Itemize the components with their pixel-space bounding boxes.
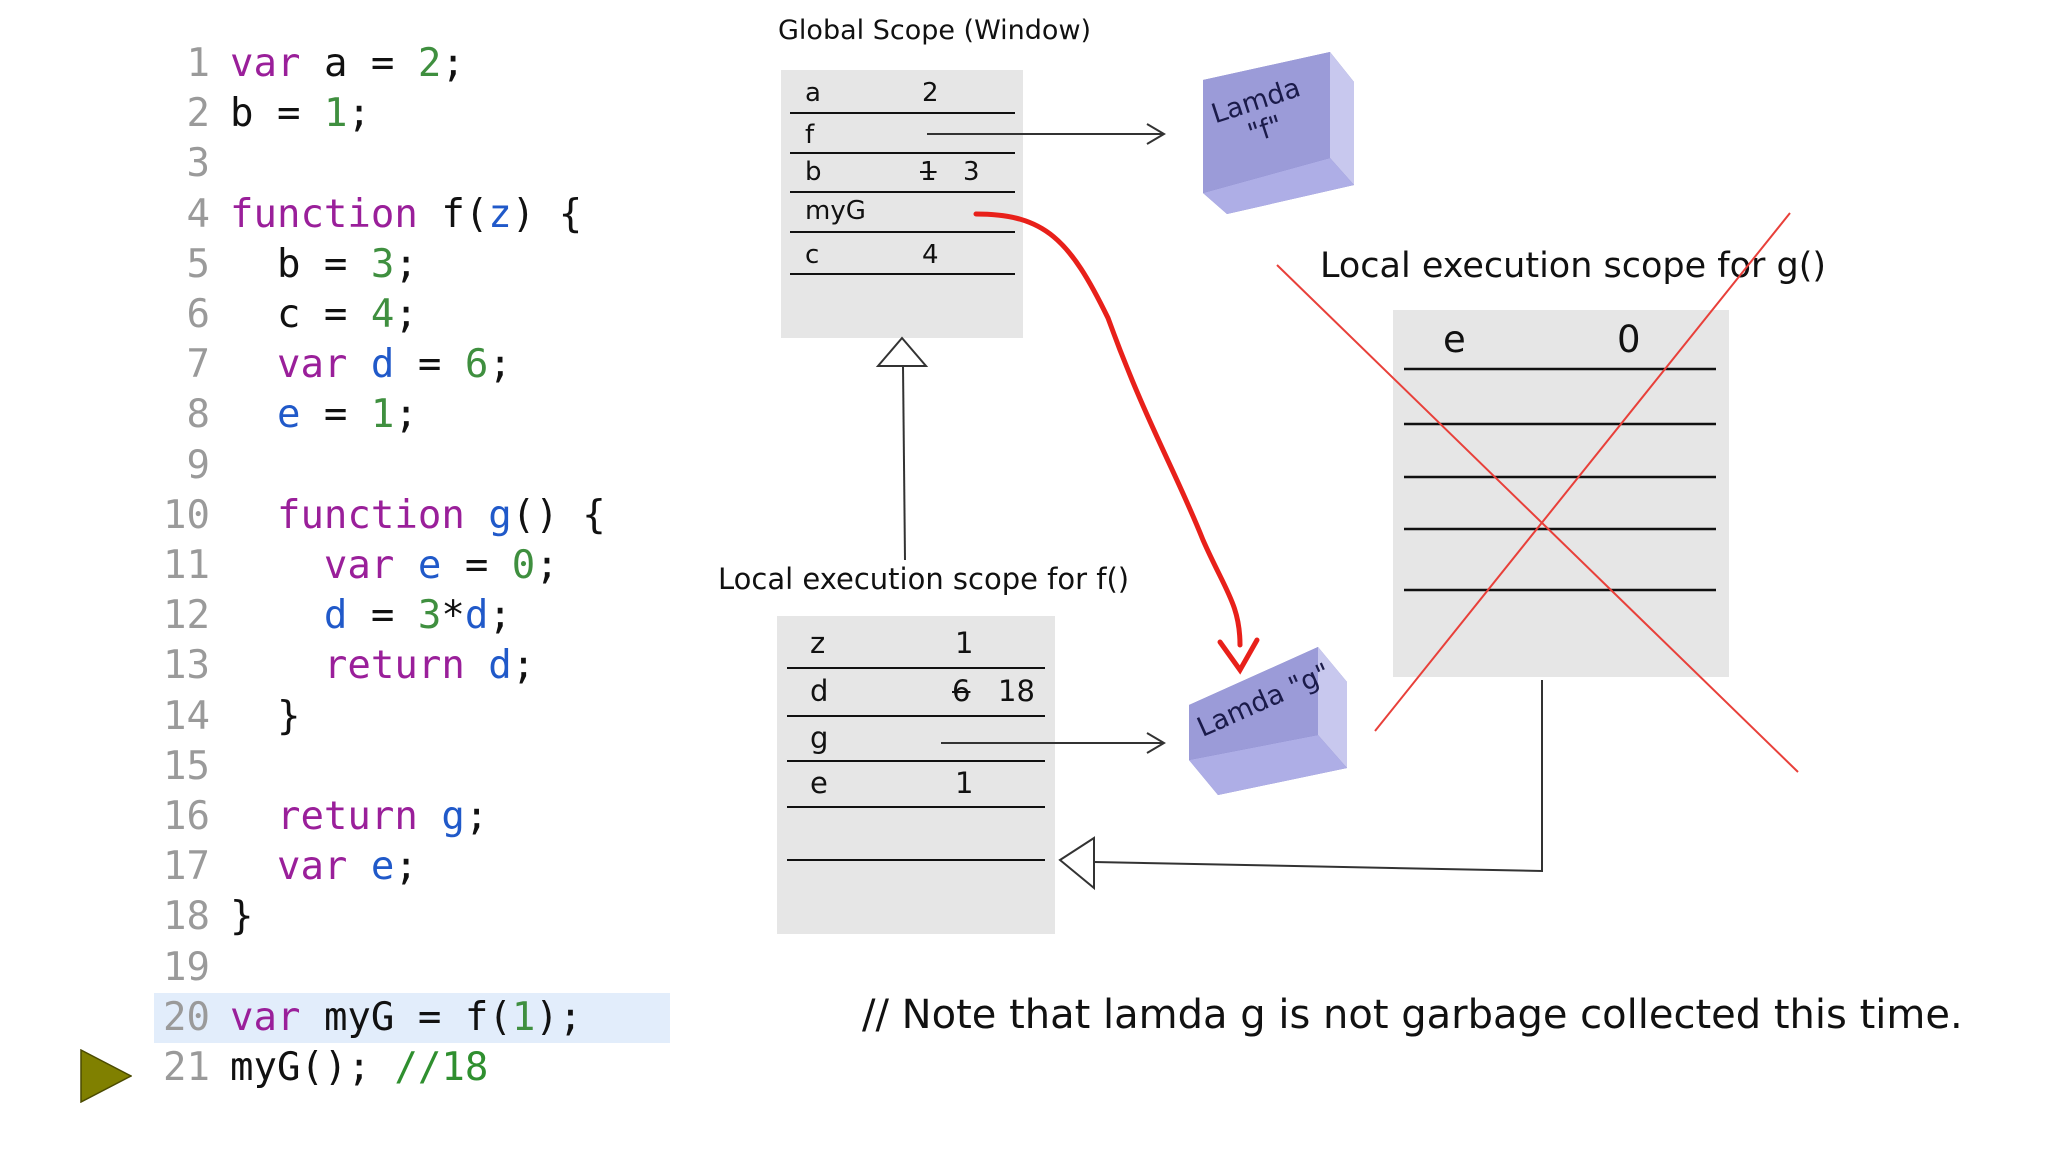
code-line: 9 <box>154 441 670 491</box>
line-number: 16 <box>163 794 210 839</box>
g-parent-scope-arrow <box>1058 680 1543 891</box>
line-number: 21 <box>163 1045 210 1090</box>
code-line: 2 b = 1; <box>154 89 670 139</box>
variable-name: z <box>810 626 826 660</box>
code-text: d = 3*d; <box>323 593 512 639</box>
variable-value: 1 <box>955 766 974 800</box>
variable-name: e <box>1443 318 1466 361</box>
line-number: 4 <box>186 191 210 237</box>
code-text: } <box>230 894 254 940</box>
line-number: 8 <box>186 392 210 438</box>
line-number: 9 <box>186 442 210 488</box>
old-value: 6 <box>952 674 971 708</box>
code-text: c = 4; <box>276 292 418 337</box>
variable-name: myG <box>805 196 866 226</box>
f-scope-title: Local execution scope for f() <box>718 562 1130 596</box>
code-text: b = 1; <box>230 91 371 137</box>
variable-name: e <box>810 766 828 800</box>
code-line: 19 <box>154 943 670 993</box>
code-text: function g() { <box>276 492 606 538</box>
code-text: var d = 6; <box>276 342 512 388</box>
lambda-f-box <box>1203 52 1354 214</box>
line-number: 3 <box>186 141 210 187</box>
execution-pointer-icon <box>80 1049 132 1103</box>
old-value: 1 <box>920 157 937 187</box>
global-scope-separators <box>790 112 1015 275</box>
line-number: 13 <box>163 643 210 689</box>
line-number: 5 <box>186 241 210 287</box>
code-text: myG(); //18 <box>230 1045 489 1090</box>
myg-reference-arrow <box>973 211 1260 675</box>
global-scope-box <box>781 70 1023 338</box>
line-number: 20 <box>163 994 210 1040</box>
code-line: 3 <box>154 139 670 189</box>
line-number: 15 <box>163 743 210 789</box>
code-line: 14 } <box>154 692 670 742</box>
line-number: 12 <box>163 593 210 639</box>
g-to-lambda-g-arrow <box>941 732 1166 754</box>
code-text: b = 3; <box>276 241 418 287</box>
code-text: var e = 0; <box>323 543 559 588</box>
code-text: return d; <box>323 643 536 689</box>
global-scope-title: Global Scope (Window) <box>778 15 1092 46</box>
code-line: 16 return g; <box>154 792 670 842</box>
code-line: 5 b = 3; <box>154 240 670 290</box>
line-number: 11 <box>163 543 210 588</box>
code-line: 13 return d; <box>154 641 670 691</box>
line-number: 2 <box>186 91 210 137</box>
variable-name: f <box>805 120 815 150</box>
code-text: e = 1; <box>276 392 418 438</box>
lambda-g-box <box>1189 647 1347 795</box>
g-scope-cross <box>1276 212 1799 773</box>
code-line: 6 c = 4; <box>154 290 670 340</box>
line-number: 6 <box>186 292 210 337</box>
current-code-line: 21 myG(); //18 <box>154 1043 670 1093</box>
variable-value: 2 <box>922 78 939 108</box>
variable-name: c <box>805 240 820 270</box>
line-number: 19 <box>163 944 210 990</box>
variable-value: 3 <box>963 157 980 187</box>
f-to-lambda-f-arrow <box>927 123 1166 145</box>
line-number: 1 <box>186 41 210 86</box>
code-line: 7 var d = 6; <box>154 340 670 390</box>
variable-value: 0 <box>1617 318 1641 361</box>
variable-value: 4 <box>922 240 939 270</box>
g-scope-box <box>1393 310 1729 677</box>
line-number: 18 <box>163 894 210 940</box>
code-line: 12 d = 3*d; <box>154 591 670 641</box>
line-number: 7 <box>186 342 210 388</box>
code-text: var myG = f(1); <box>230 994 583 1040</box>
line-number: 14 <box>163 693 210 739</box>
variable-name: g <box>810 721 829 755</box>
f-scope-separators <box>787 667 1045 861</box>
code-line: 8 e = 1; <box>154 390 670 440</box>
code-line: 4 function f(z) { <box>154 190 670 240</box>
g-scope-separators <box>1404 367 1716 592</box>
code-text: } <box>230 693 301 739</box>
code-line: 10 function g() { <box>154 491 670 541</box>
variable-name: a <box>805 78 821 108</box>
code-text: function f(z) { <box>230 191 583 237</box>
code-text: var a = 2; <box>230 41 465 86</box>
line-number: 10 <box>163 492 210 538</box>
f-parent-scope-arrow <box>875 336 929 561</box>
code-line: 11 var e = 0; <box>154 541 670 591</box>
line-number: 17 <box>163 844 210 890</box>
code-line: 18} <box>154 892 670 942</box>
code-text: return g; <box>276 794 489 839</box>
code-line: 1 var a = 2; <box>154 39 670 89</box>
variable-name: d <box>810 674 829 708</box>
variable-value: 1 <box>955 626 974 660</box>
code-line: 20 var myG = f(1); <box>154 992 670 1043</box>
variable-name: b <box>805 157 822 187</box>
g-scope-title: Local execution scope for g() <box>1320 246 1827 286</box>
code-line: 17 var e; <box>154 842 670 892</box>
code-text: var e; <box>276 844 418 890</box>
code-line: 15 <box>154 742 670 792</box>
variable-value: 18 <box>998 674 1035 708</box>
note-text: // Note that lamda g is not garbage coll… <box>862 992 1963 1038</box>
